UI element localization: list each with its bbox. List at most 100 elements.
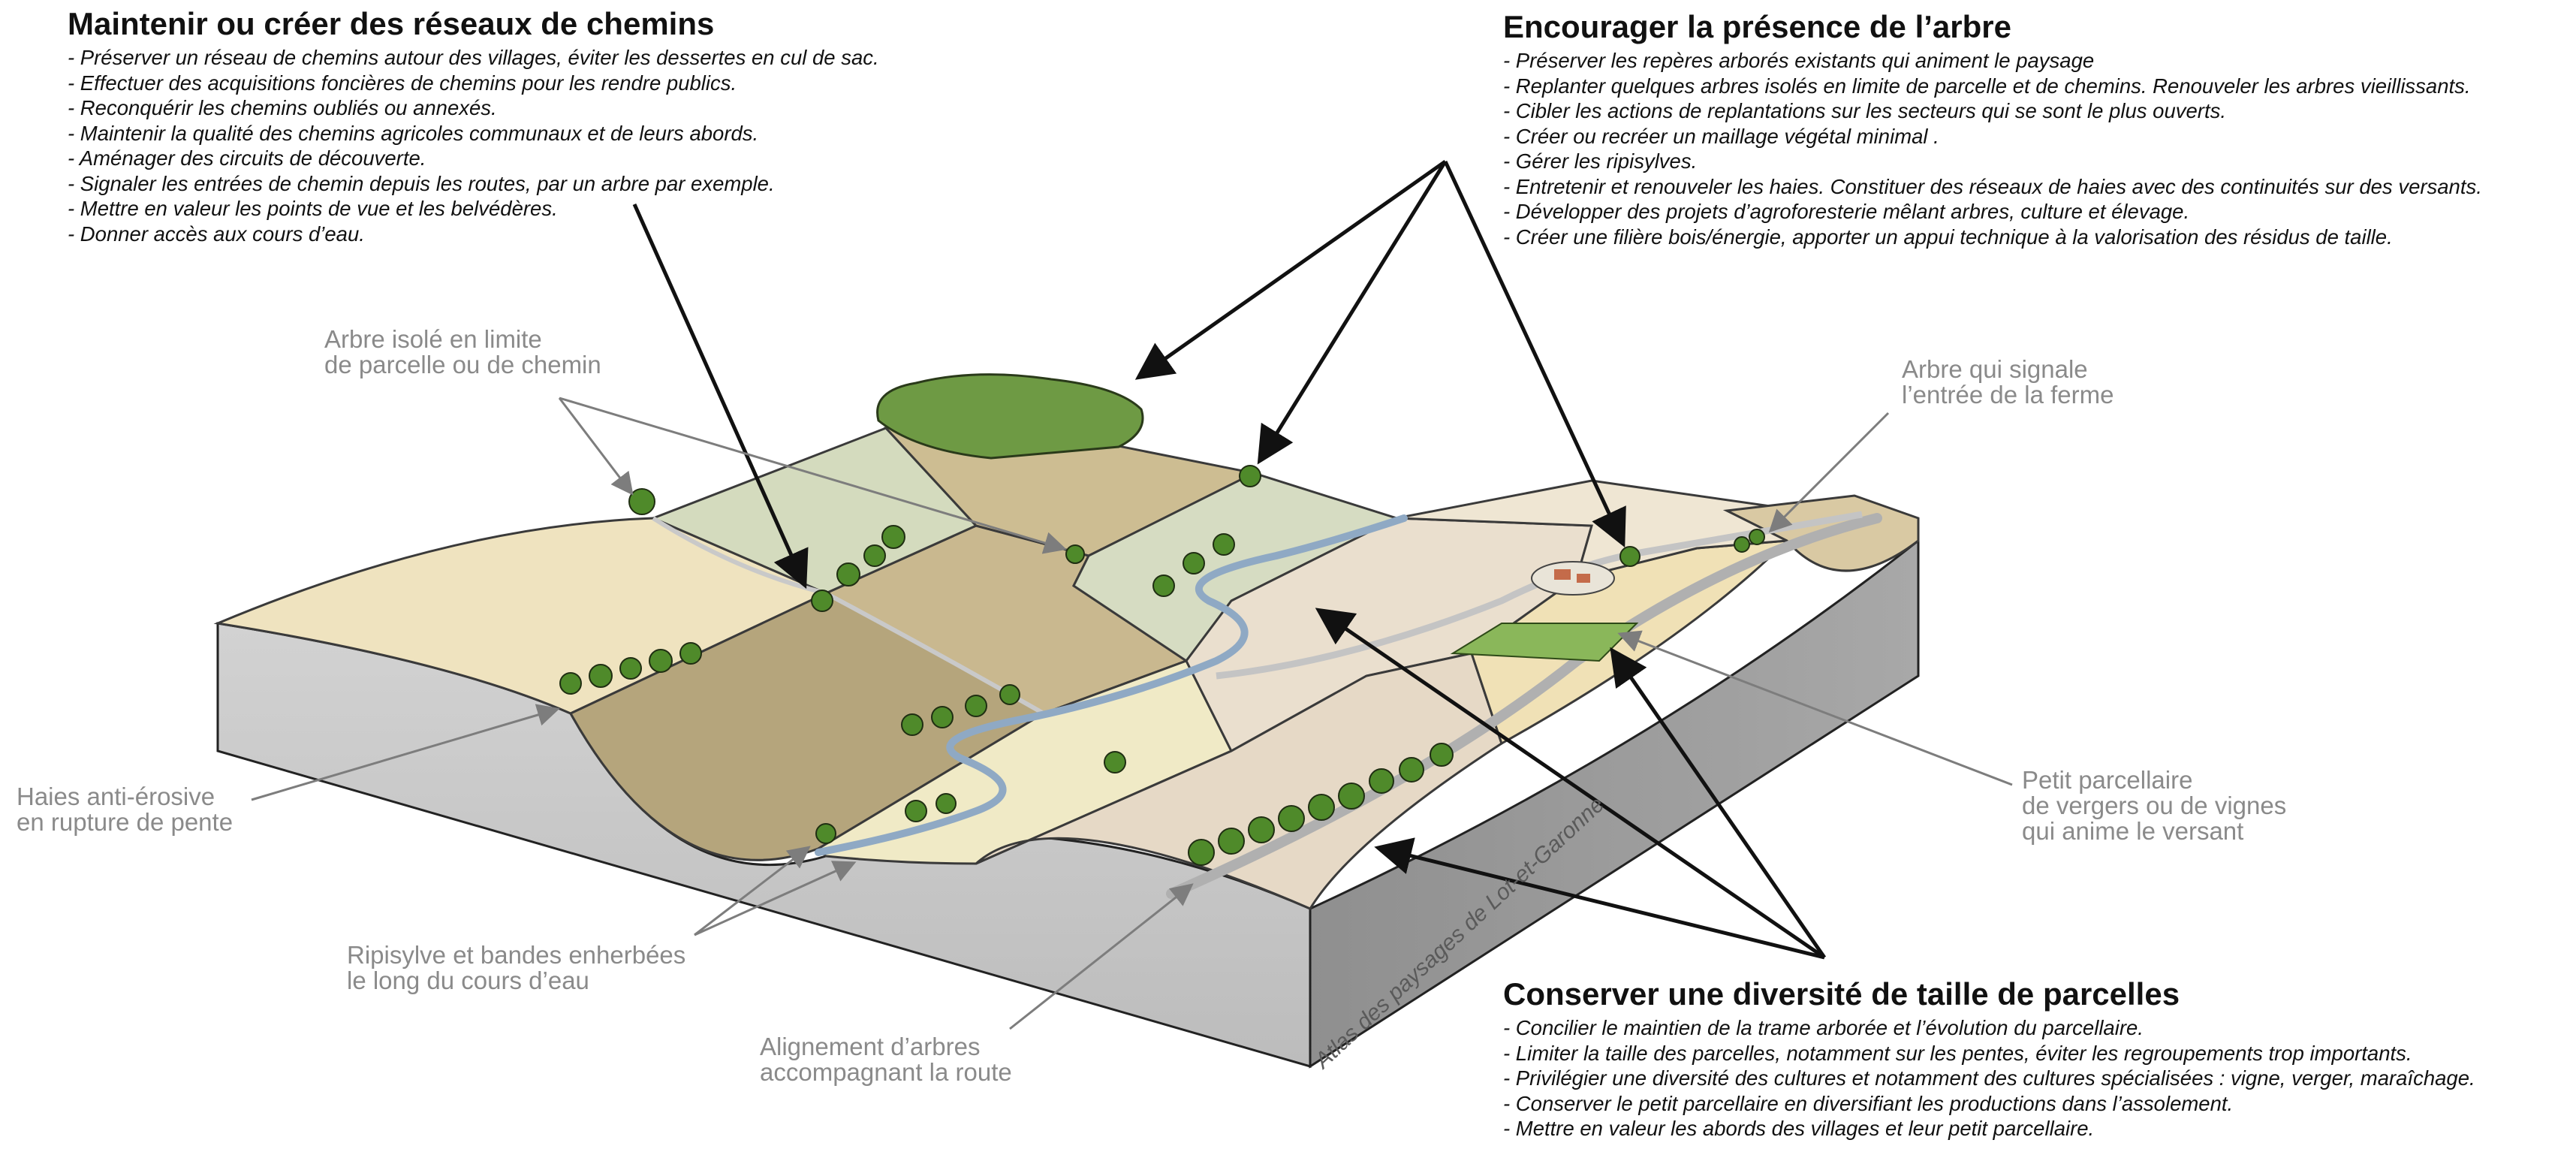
- arbre-item-4: - Créer ou recréer un maillage végétal m…: [1503, 124, 1939, 148]
- label-petit-parcellaire-line-3: qui anime le versant: [2022, 817, 2244, 845]
- block-parcelles-title: Conserver une diversité de taille de par…: [1503, 976, 2180, 1012]
- tree-riparian-9: [935, 793, 957, 814]
- arrow-arbre-to-tree-farm: [1443, 160, 1626, 548]
- label-petit-parcellaire-line-1: Petit parcellaire: [2022, 766, 2193, 794]
- tree-road-7: [1369, 768, 1394, 794]
- arbre-item-2: - Replanter quelques arbres isolés en li…: [1503, 74, 2471, 98]
- arbre-item-5: - Gérer les ripisylves.: [1503, 149, 1698, 173]
- tree-hedge-8: [863, 544, 886, 567]
- tree-hedge-4: [649, 649, 673, 673]
- block-parcelles-list: - Concilier le maintien de la trame arbo…: [1503, 1015, 2475, 1141]
- label-alignement-line-2: accompagnant la route: [760, 1058, 1012, 1086]
- parcelles-item-4: - Conserver le petit parcellaire en dive…: [1503, 1091, 2234, 1115]
- stream: [815, 514, 1408, 856]
- black-arrows: [632, 159, 1827, 960]
- arrow-arbre-to-tree-hill: [1257, 160, 1448, 465]
- tree-hedge-1: [559, 672, 582, 695]
- tree-isolated-center: [1065, 544, 1085, 564]
- arrow-chemins-to-path: [632, 203, 809, 590]
- arrow-ferme: [1768, 412, 1890, 533]
- label-arbre-ferme-line-2: l’entrée de la ferme: [1902, 381, 2114, 409]
- arrow-isole-1: [558, 397, 634, 496]
- label-ripisylve-line-2: le long du cours d’eau: [347, 967, 589, 994]
- chemins-item-4: - Maintenir la qualité des chemins agric…: [68, 121, 759, 145]
- farm-roof-1: [1554, 569, 1571, 580]
- label-arbre-ferme-line-1: Arbre qui signale: [1902, 355, 2088, 383]
- tree-isolated-left: [628, 488, 655, 515]
- block-arbre-title: Encourager la présence de l’arbre: [1503, 9, 2011, 44]
- tree-clusters: [559, 465, 1765, 866]
- farm-roof-2: [1577, 574, 1590, 583]
- arrow-ripisylve-1: [694, 846, 811, 936]
- arbre-item-1: - Préserver les repères arborés existant…: [1503, 49, 2095, 72]
- tree-hedge-5: [679, 642, 702, 665]
- road-main: [1166, 513, 1882, 899]
- woodland-mass: [876, 373, 1144, 460]
- tree-isolated-bottom: [1104, 751, 1126, 774]
- tree-riparian-8: [905, 800, 927, 822]
- tree-road-3: [1248, 816, 1275, 843]
- block-diversite-parcelles: Conserver une diversité de taille de par…: [1503, 976, 2475, 1141]
- arrow-alignement: [1009, 883, 1194, 1030]
- orchard-parcels: [1450, 561, 1639, 662]
- label-ripisylve: Ripisylve et bandes enherbées le long du…: [347, 942, 685, 994]
- label-haies: Haies anti-érosive en rupture de pente: [17, 784, 233, 835]
- tree-hedge-2: [589, 664, 613, 688]
- chemins-item-3: - Reconquérir les chemins oubliés ou ann…: [68, 96, 497, 119]
- label-haies-line-1: Haies anti-érosive: [17, 783, 215, 810]
- tree-road-1: [1188, 839, 1215, 866]
- arrow-haies: [251, 704, 560, 801]
- tree-riparian-6: [1183, 552, 1205, 574]
- label-petit-parcellaire-line-2: de vergers ou de vignes: [2022, 792, 2287, 819]
- tree-farm-2: [1749, 529, 1765, 545]
- tree-isolated-hill: [1239, 465, 1261, 487]
- chemins-item-5: - Aménager des circuits de découverte.: [68, 146, 426, 170]
- parcelles-item-2: - Limiter la taille des parcelles, notam…: [1503, 1041, 2412, 1065]
- label-arbre-isole: Arbre isolé en limite de parcelle ou de …: [324, 327, 601, 378]
- field-front-pale: [975, 652, 1503, 910]
- label-petit-parcellaire: Petit parcellaire de vergers ou de vigne…: [2022, 767, 2286, 844]
- arbre-item-3: - Cibler les actions de replantations su…: [1503, 99, 2226, 122]
- block-presence-arbre: Encourager la présence de l’arbre - Prés…: [1503, 9, 2482, 249]
- chemins-item-7: - Mettre en valeur les points de vue et …: [68, 197, 558, 220]
- tree-isolated-farm: [1619, 546, 1641, 567]
- arbre-item-7: - Développer des projets d’agroforesteri…: [1503, 200, 2190, 223]
- parcelles-item-3: - Privilégier une diversité des cultures…: [1503, 1066, 2475, 1090]
- orchard-field: [1450, 623, 1639, 662]
- roads-and-stream: [652, 511, 1882, 899]
- grey-arrows: [251, 397, 2013, 1030]
- block-chemins-title: Maintenir ou créer des réseaux de chemin…: [68, 6, 715, 41]
- block-arbre-list: - Préserver les repères arborés existant…: [1503, 48, 2482, 249]
- arrow-petit-parcellaire: [1617, 630, 2013, 786]
- tree-riparian-4: [999, 684, 1020, 705]
- chemins-item-6: - Signaler les entrées de chemin depuis …: [68, 171, 775, 195]
- tree-road-4: [1278, 805, 1305, 832]
- label-arbre-ferme: Arbre qui signale l’entrée de la ferme: [1902, 357, 2114, 408]
- tree-hedge-6: [811, 590, 833, 612]
- tree-riparian-5: [1152, 574, 1175, 597]
- label-alignement: Alignement d’arbres accompagnant la rout…: [760, 1034, 1012, 1085]
- tree-riparian-1: [901, 713, 923, 736]
- tree-road-6: [1338, 783, 1365, 810]
- label-arbre-isole-line-2: de parcelle ou de chemin: [324, 351, 601, 378]
- tree-hedge-3: [619, 657, 642, 680]
- arrow-parcelles-to-large: [1315, 608, 1826, 960]
- tree-road-8: [1399, 757, 1424, 783]
- label-arbre-isole-line-1: Arbre isolé en limite: [324, 325, 542, 353]
- parcelles-item-5: - Mettre en valeur les abords des villag…: [1503, 1117, 2095, 1140]
- tree-road-2: [1218, 828, 1245, 855]
- chemins-item-1: - Préserver un réseau de chemins autour …: [68, 46, 879, 69]
- tree-hedge-9: [881, 525, 905, 549]
- chemins-item-8: - Donner accès aux cours d’eau.: [68, 222, 365, 246]
- arrow-arbre-to-wood: [1134, 159, 1447, 380]
- arrow-parcelles-to-front: [1374, 837, 1825, 960]
- parcelles-item-1: - Concilier le maintien de la trame arbo…: [1503, 1016, 2144, 1039]
- label-alignement-line-1: Alignement d’arbres: [760, 1033, 981, 1060]
- tree-hedge-7: [836, 562, 860, 587]
- tree-road-5: [1308, 794, 1335, 821]
- woodland-hilltop: [876, 373, 1144, 460]
- label-ripisylve-line-1: Ripisylve et bandes enherbées: [347, 941, 686, 969]
- tree-riparian-3: [965, 695, 987, 717]
- road-branch: [1216, 511, 1863, 680]
